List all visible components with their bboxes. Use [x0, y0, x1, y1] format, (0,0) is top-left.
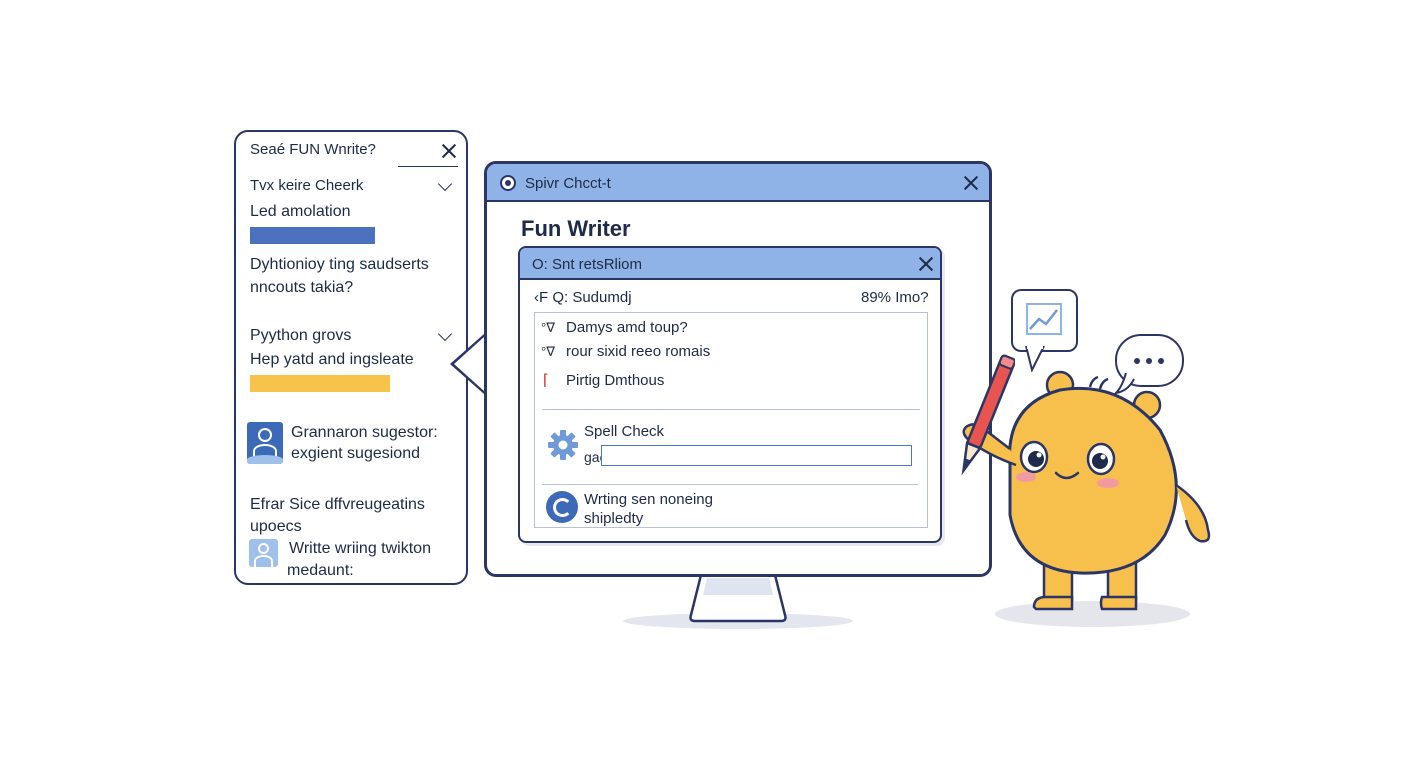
divider [542, 409, 920, 410]
monitor-stand [689, 575, 787, 623]
section-line-translate: Hep yatd and ingsleate [250, 351, 414, 368]
suggestion-marker: °∇ [541, 320, 555, 335]
window-close-icon[interactable] [963, 175, 979, 191]
spell-check-input[interactable] [601, 445, 912, 466]
chevron-down-icon[interactable] [437, 176, 453, 192]
app-title: Fun Writer [521, 216, 631, 241]
summary-value: 89% Imo? [861, 289, 929, 306]
window-titlebar: Spivr Chcct-t [487, 164, 989, 202]
writer-line-1: Writte wriing twikton [289, 540, 431, 557]
mascot-character [962, 370, 1211, 611]
section-label-text-check[interactable]: Tvx keire Cheerk [250, 177, 364, 194]
grammar-suggestion-line-1: Grannaron sugestor: [291, 424, 438, 441]
suggestion-marker: °∇ [541, 344, 555, 359]
bubble-tail-2 [1114, 373, 1135, 395]
side-panel-close-icon[interactable] [441, 143, 457, 159]
writing-line-2: shipledty [584, 510, 644, 527]
dialog-title: O: Snt retsRliom [532, 256, 643, 273]
yellow-highlight-bar [250, 375, 390, 392]
writing-line-1: Wrting sen noneing [584, 491, 713, 508]
section-line-annotation: Led amolation [250, 203, 351, 220]
section-line-students-1: Dyhtionioy ting saudserts [250, 256, 429, 273]
suggestion-dialog: O: Snt retsRliom ‹F Q: Sudumdj 89% Imo? … [518, 246, 942, 543]
list-item[interactable]: ⌈ Pirtig Dmthous [541, 371, 921, 393]
list-item[interactable]: °∇ rour sixid reeo romais [541, 342, 921, 364]
app-logo-icon [500, 175, 516, 191]
grammar-suggestion-line-2: exgient sugesiond [291, 445, 420, 462]
summary-label: ‹F Q: Sudumdj [534, 289, 632, 306]
chart-speech-bubble [1011, 289, 1078, 352]
suggestion-marker: ⌈ [543, 372, 549, 389]
mascot-shadow [995, 601, 1190, 627]
spell-check-label: Spell Check [584, 423, 665, 440]
error-line-2: upoecs [250, 518, 302, 535]
suggestion-text: Pirtig Dmthous [566, 372, 665, 389]
divider-2 [542, 484, 918, 485]
dialog-close-icon[interactable] [918, 256, 934, 272]
pencil-icon [961, 354, 1015, 476]
bubble-tail [1025, 346, 1045, 372]
panel-pointer-fill [454, 337, 484, 391]
section-label-python[interactable]: Pyython grovs [250, 327, 352, 344]
side-panel: Seaé FUN Wnrite? Tvx keire Cheerk Led am… [234, 130, 468, 585]
window-title: Spivr Chcct-t [525, 175, 611, 192]
avatar-icon [247, 422, 283, 464]
trend-chart-icon [1026, 303, 1062, 335]
ellipsis-icon [1134, 358, 1164, 364]
dialog-titlebar: O: Snt retsRliom [520, 248, 940, 280]
suggestion-list: °∇ Damys amd toup? °∇ rour sixid reeo ro… [534, 312, 928, 528]
suggestion-text: rour sixid reeo romais [566, 343, 711, 360]
side-panel-title-underline [398, 166, 458, 167]
section-line-students-2: nncouts takia? [250, 279, 354, 296]
user-icon [249, 539, 278, 567]
suggestion-text: Damys amd toup? [566, 319, 688, 336]
gear-icon [548, 430, 578, 460]
error-line-1: Efrar Sice dffvreugeatins [250, 496, 425, 513]
list-item[interactable]: °∇ Damys amd toup? [541, 318, 921, 340]
blue-highlight-bar [250, 227, 375, 244]
side-panel-title: Seaé FUN Wnrite? [250, 141, 376, 158]
writer-line-2: medaunt: [287, 562, 354, 579]
refresh-icon[interactable] [546, 491, 578, 523]
